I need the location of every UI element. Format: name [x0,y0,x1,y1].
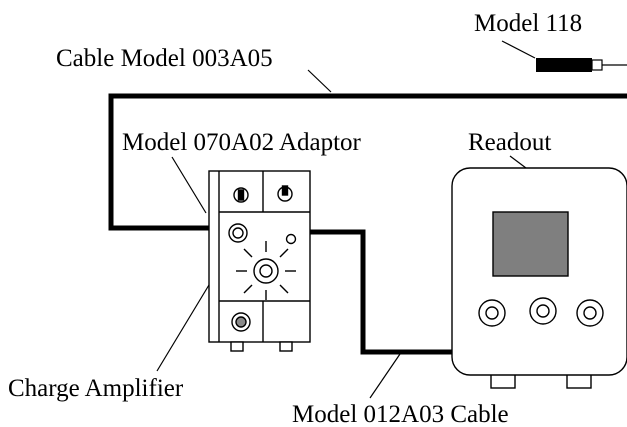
label-cable-012a03: Model 012A03 Cable [292,401,509,427]
model-118-sensor [536,58,627,72]
readout-device [451,167,627,389]
readout-knob-1-center [485,306,499,320]
readout-knob-3-center [583,306,597,320]
leader-cable-003a05 [307,69,332,93]
output-connector [285,233,297,245]
amplifier-housing [208,170,311,343]
amplifier-foot-left [230,341,244,352]
label-adaptor-070a02: Model 070A02 Adaptor [122,129,362,156]
leader-model-118 [501,40,536,59]
label-model-118: Model 118 [474,10,582,37]
range-dial-center [259,264,273,278]
toggle-lever-left [237,189,245,201]
input-connector-inner [232,227,244,239]
leader-cable-012a03 [369,353,401,399]
charge-amplifier [208,170,311,352]
readout-display [492,211,569,277]
sensor-body [536,58,592,72]
cable-012a03 [310,229,495,355]
leader-lines [156,40,536,399]
label-readout: Readout [468,129,551,156]
readout-knob-2-center [536,304,550,318]
leader-charge-amplifier [156,274,216,372]
cable-003a05 [108,93,627,231]
bottom-connector-inner [235,316,247,328]
amplifier-foot-right [279,341,293,352]
range-dial [236,241,296,300]
toggle-lever-right [281,185,289,196]
sensor-connector [591,59,603,71]
label-cable-003a05: Cable Model 003A05 [56,45,273,72]
leader-adaptor [171,156,207,214]
label-charge-amplifier: Charge Amplifier [8,375,184,402]
